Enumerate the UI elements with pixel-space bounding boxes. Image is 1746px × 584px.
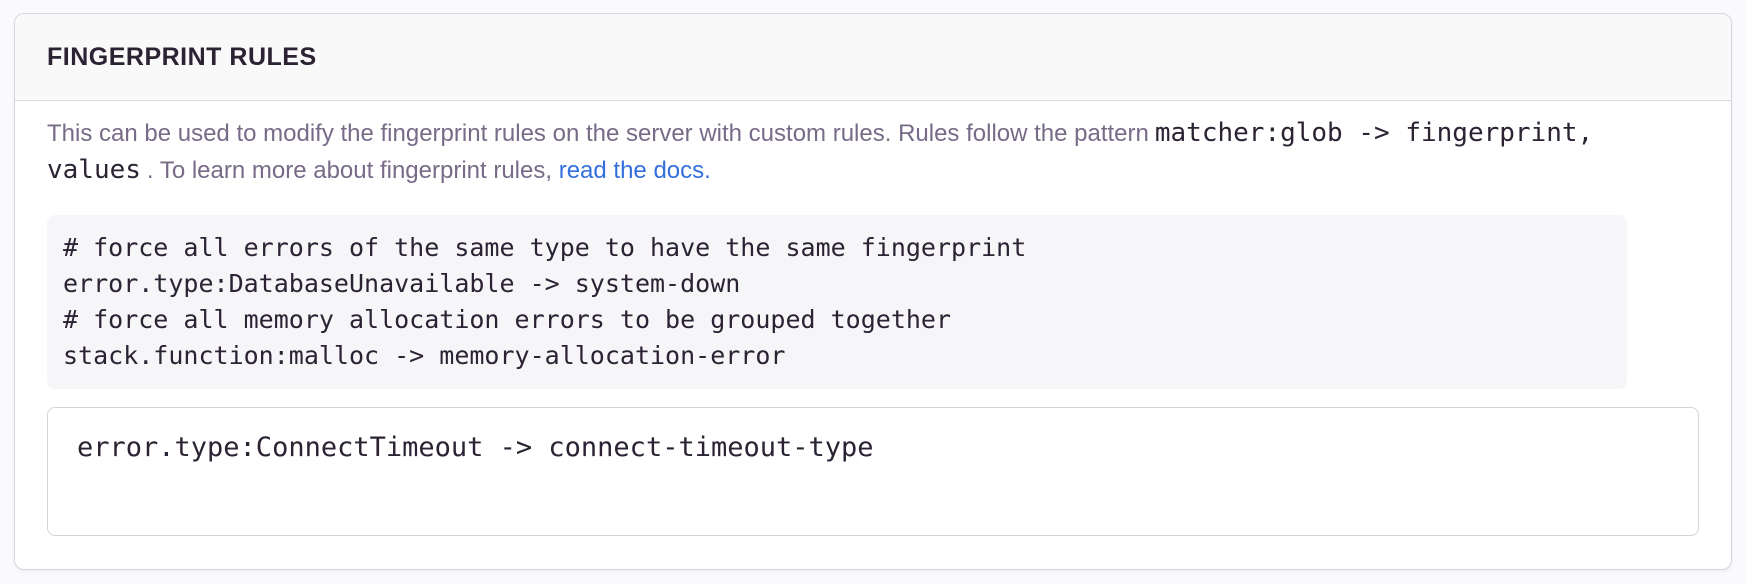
example-code: # force all errors of the same type to h… (63, 233, 1027, 370)
fingerprint-rules-textarea[interactable]: error.type:ConnectTimeout -> connect-tim… (47, 407, 1699, 536)
fingerprint-rules-panel: FINGERPRINT RULES This can be used to mo… (14, 13, 1732, 570)
description-text: This can be used to modify the fingerpri… (47, 115, 1699, 189)
example-code-block: # force all errors of the same type to h… (47, 215, 1627, 389)
description-part1: This can be used to modify the fingerpri… (47, 120, 1149, 147)
inline-code-pattern: matcher:glob -> fingerprint, values (47, 118, 1594, 185)
description-part2: . To learn more about fingerprint rules, (146, 157, 559, 184)
read-the-docs-link[interactable]: read the docs (558, 157, 705, 184)
panel-header: FINGERPRINT RULES (15, 14, 1731, 101)
panel-body: This can be used to modify the fingerpri… (15, 101, 1731, 569)
description-after-link: . (704, 157, 711, 184)
panel-title: FINGERPRINT RULES (47, 42, 317, 71)
